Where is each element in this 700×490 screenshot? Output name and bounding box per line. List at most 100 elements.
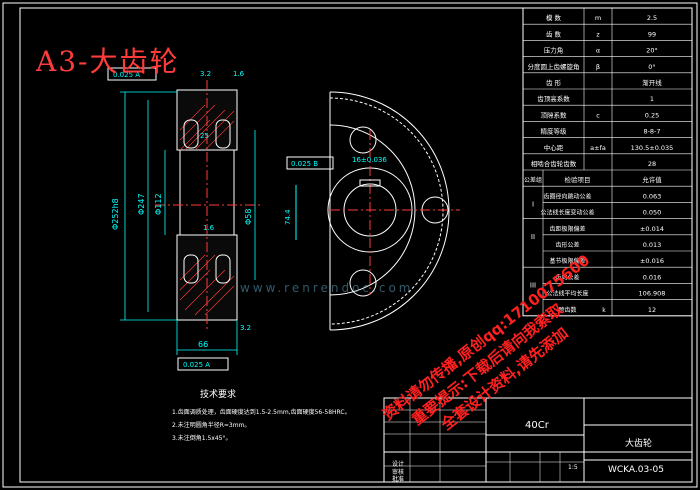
param-name-2: 压力角 xyxy=(544,46,564,55)
param-val-7: 8-8-7 xyxy=(643,128,660,136)
param-val-9: 28 xyxy=(648,160,656,168)
dim-hublen-text: 25 xyxy=(200,132,209,140)
tech-line-3: 3.未注倒角1.5x45°。 xyxy=(172,434,231,442)
dim-hub-text: Φ112 xyxy=(154,193,163,215)
rough2: 1.6 xyxy=(233,70,245,78)
dim-bore-text: Φ58 xyxy=(244,209,253,225)
rough3: 1.6 xyxy=(203,224,215,232)
dim-root-text: Φ247 xyxy=(137,193,146,215)
keyway xyxy=(359,179,381,187)
param-val-5: 1 xyxy=(650,95,654,103)
param-table: 模 数 m 2.5 齿 数 z 99 压力角 α 20° 分度圆上齿螺旋角 β 0° 齿 形 渐开线齿顶高… xyxy=(522,7,693,317)
tol-top-text: 0.025 A xyxy=(113,71,140,79)
check-group-2: II xyxy=(531,233,535,241)
check-item-3: 齿形公差 xyxy=(555,241,579,249)
tol-frame-top xyxy=(107,67,157,81)
tech-requirements: 技术要求 1.齿面调质处理，齿面硬度达到1.5-2.5mm,齿面硬度56-58H… xyxy=(172,388,351,442)
check-val-3: 0.013 xyxy=(643,241,662,249)
part-name-text: 大齿轮 xyxy=(625,437,652,449)
param-name-9: 相啮合齿轮齿数 xyxy=(531,159,577,168)
check-item-4: 基节极限偏差 xyxy=(549,257,585,265)
web-hole-bot xyxy=(183,254,199,284)
tol-bottom-text: 0.025 A xyxy=(183,361,210,369)
check-header-group: 公差组 xyxy=(524,176,542,184)
check-item-5: 齿向公差 xyxy=(555,273,579,281)
dim-width-text: 66 xyxy=(198,340,208,349)
param-sym-8: a±fa xyxy=(590,144,606,152)
rough4: 3.2 xyxy=(240,324,251,332)
param-name-3: 分度圆上齿螺旋角 xyxy=(528,62,580,71)
hub xyxy=(179,149,235,236)
check-val-5: 0.016 xyxy=(643,273,662,281)
param-val-1: 99 xyxy=(648,30,656,38)
label-design: 设计 xyxy=(392,460,404,468)
check-sym-7: k xyxy=(602,307,606,314)
param-val-4: 渐开线 xyxy=(642,78,662,87)
check-val-1: 0.050 xyxy=(643,209,662,217)
scale-text: 1:5 xyxy=(568,464,578,471)
param-sym-6: c xyxy=(596,111,600,119)
rough1: 3.2 xyxy=(200,70,211,78)
param-name-6: 顶隙系数 xyxy=(541,110,568,119)
check-header-val: 允许值 xyxy=(642,175,662,184)
tech-heading: 技术要求 xyxy=(200,388,236,400)
key-depth-text: 74.4 xyxy=(284,209,292,225)
tol-frame-mid xyxy=(286,156,334,170)
check-header-item: 检验项目 xyxy=(565,175,591,184)
check-item-0: 齿圈径向跳动公差 xyxy=(543,192,591,200)
url-watermark: www.renrendoc.com xyxy=(240,281,413,295)
check-item-1: 公法线长度变动公差 xyxy=(540,209,594,217)
web-hole-top2 xyxy=(215,119,231,149)
param-name-8: 中心距 xyxy=(544,143,564,152)
check-val-4: ±0.016 xyxy=(640,257,664,265)
title-watermark: A3-大齿轮 xyxy=(36,45,180,78)
check-val-6: 106.908 xyxy=(639,290,666,298)
web-hole-bot2 xyxy=(215,254,231,284)
key-width-text: 16±0.036 xyxy=(352,156,387,164)
wm-line-2: 重要提示:下载后请向我索取 xyxy=(408,299,566,428)
param-val-0: 2.5 xyxy=(647,14,657,22)
check-group-5: III xyxy=(530,281,536,289)
param-sym-0: m xyxy=(595,14,601,22)
material-text: 40Cr xyxy=(525,420,550,431)
web-hole-top xyxy=(183,119,199,149)
tech-line-2: 2.未注明圆角半径R=3mm。 xyxy=(172,421,250,429)
check-item-7: 跨齿数 xyxy=(558,306,576,314)
dim-outer-text: Φ252h8 xyxy=(111,198,120,230)
param-name-5: 齿顶高系数 xyxy=(537,94,570,103)
tol-mid-text: 0.025 B xyxy=(291,160,318,168)
gear-outline-2 xyxy=(329,97,444,325)
param-sym-2: α xyxy=(596,47,600,55)
check-val-0: 0.063 xyxy=(643,192,662,200)
tol-frame-bottom xyxy=(177,357,229,371)
check-val-2: ±0.014 xyxy=(640,225,664,233)
param-val-6: 0.25 xyxy=(645,111,659,119)
param-sym-1: z xyxy=(596,30,600,38)
param-name-1: 齿 数 xyxy=(546,29,562,38)
param-val-8: 130.5±0.035 xyxy=(631,144,674,152)
label-check: 审核 xyxy=(392,468,404,476)
lightening-hole-1 xyxy=(349,126,377,154)
gear-section-view: 0.025 A 0.025 A 0.025 B Φ252h8 Φ247 Φ112… xyxy=(107,67,334,371)
check-item-2: 齿距极限偏差 xyxy=(549,225,585,233)
param-sym-3: β xyxy=(596,63,600,71)
check-item-6: 公法线平均长度 xyxy=(546,290,588,298)
param-name-0: 模 数 xyxy=(546,13,562,22)
param-val-2: 20° xyxy=(646,47,658,55)
param-name-7: 精度等级 xyxy=(541,127,568,136)
gear-side-view: 16±0.036 74.4 xyxy=(284,91,460,331)
title-block: 40Cr 大齿轮 WCKA.03-05 1:5 设计 审核 批准 xyxy=(383,397,693,483)
web-arc xyxy=(329,124,416,296)
drawing-no-text: WCKA.03-05 xyxy=(608,465,664,475)
check-group-0: I xyxy=(532,200,534,208)
gear-outline xyxy=(329,91,450,331)
param-val-3: 0° xyxy=(648,63,655,71)
check-val-7: 12 xyxy=(648,306,656,314)
label-approve: 批准 xyxy=(392,475,404,483)
lightening-hole-3 xyxy=(349,269,377,297)
tech-line-1: 1.齿面调质处理，齿面硬度达到1.5-2.5mm,齿面硬度56-58HRC。 xyxy=(172,408,351,416)
param-name-4: 齿 形 xyxy=(546,79,562,87)
